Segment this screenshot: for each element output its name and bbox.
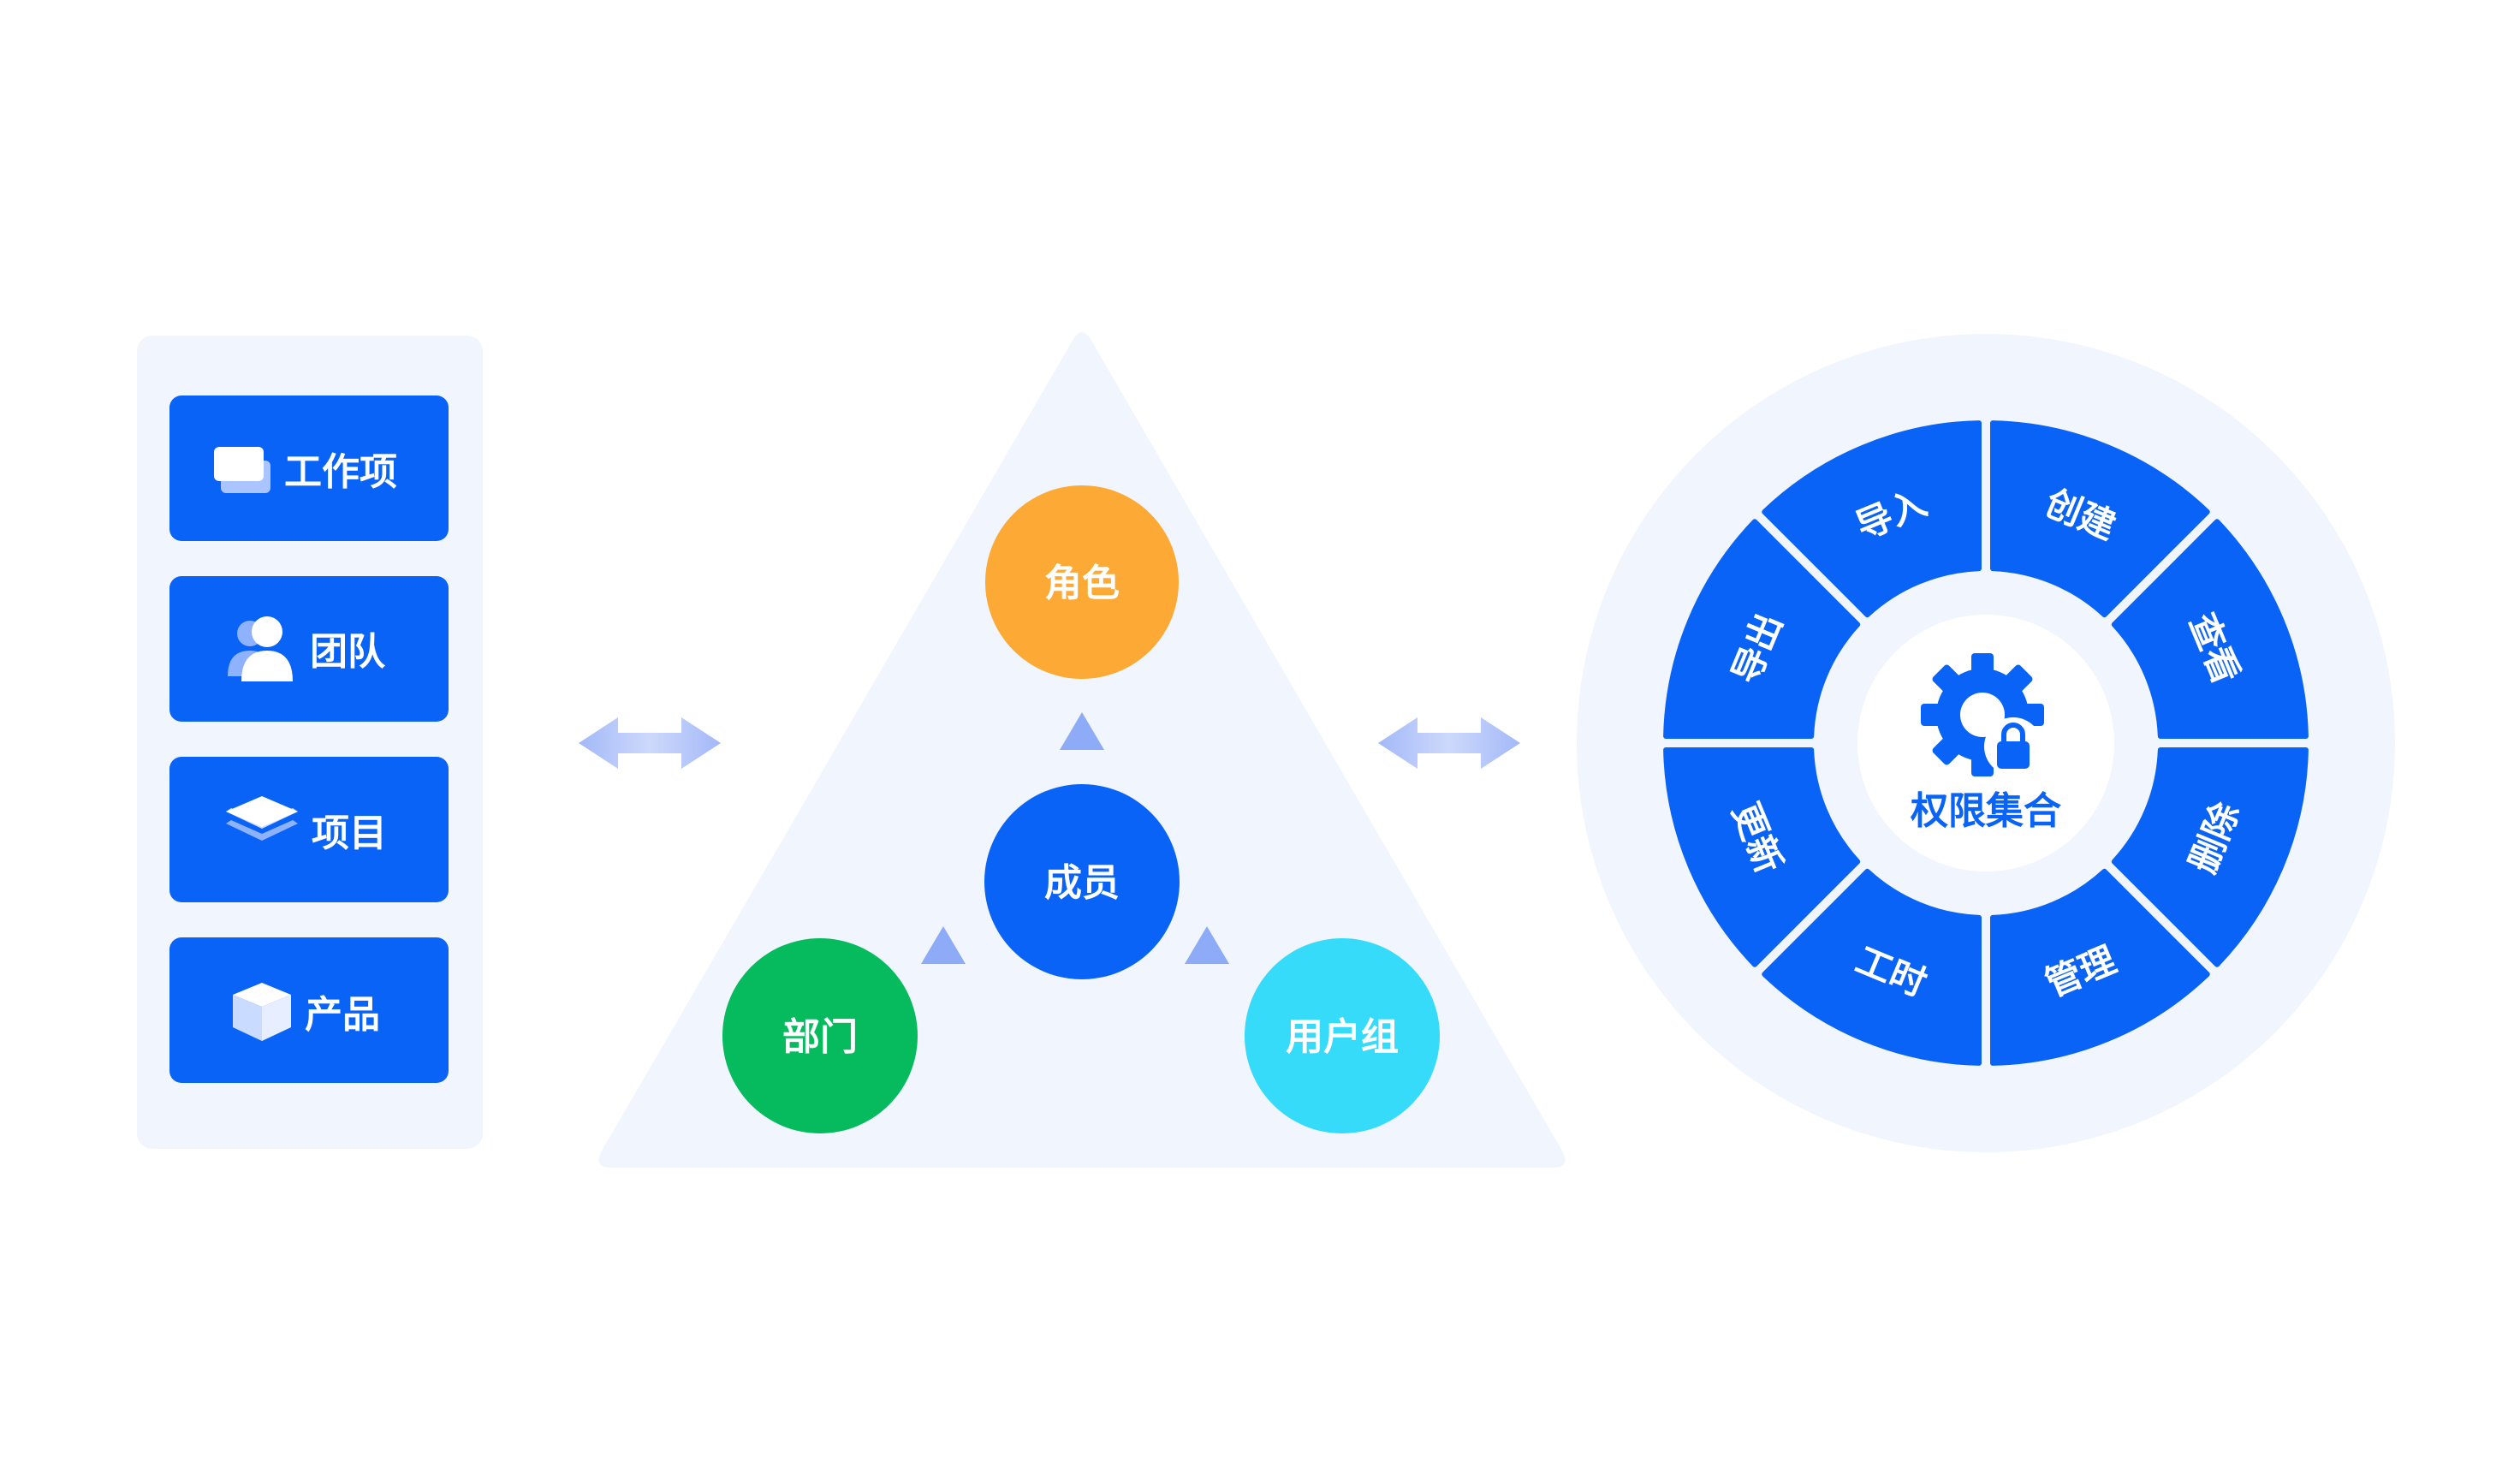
- permission-center-label: 权限集合: [1910, 789, 2061, 833]
- object-item-product[interactable]: 产品: [169, 937, 449, 1083]
- permission-segment-shape: [2111, 519, 2309, 740]
- permission-segment-shape: [1762, 868, 1982, 1066]
- card-stack-icon: [214, 447, 270, 493]
- permission-segment-shape: [1762, 420, 1982, 618]
- subject-triangle: 角色 成员 部门 用户组: [598, 332, 1566, 1168]
- permission-segment-shape: [1990, 868, 2210, 1066]
- object-item-workitem[interactable]: 工作项: [169, 396, 449, 541]
- subject-usergroup[interactable]: 用户组: [1245, 938, 1440, 1133]
- permission-segment[interactable]: 查看: [2111, 519, 2309, 740]
- link-marker-role: [1060, 712, 1104, 750]
- cube-icon: [233, 983, 291, 1041]
- object-panel: 工作项 团队 项目: [137, 336, 483, 1149]
- subject-role[interactable]: 角色: [985, 485, 1179, 679]
- double-arrow-right: [1378, 717, 1520, 769]
- gear-lock-icon: [1921, 653, 2044, 776]
- subject-member-label: 成员: [1044, 861, 1120, 905]
- object-item-label: 产品: [305, 993, 380, 1037]
- object-item-bg: [169, 937, 449, 1083]
- subject-dept[interactable]: 部门: [722, 938, 918, 1133]
- permission-segment-shape: [1663, 746, 1861, 967]
- object-item-project[interactable]: 项目: [169, 757, 449, 902]
- subject-role-circle: [985, 485, 1179, 679]
- permission-segment[interactable]: 导出: [1663, 519, 1861, 740]
- subject-dept-label: 部门: [782, 1015, 858, 1059]
- object-item-bg: [169, 396, 449, 541]
- subject-role-label: 角色: [1044, 562, 1120, 605]
- double-arrow-left: [579, 717, 721, 769]
- object-item-label: 项目: [312, 812, 387, 855]
- permission-segment[interactable]: 管理: [1990, 868, 2210, 1066]
- object-item-label: 团队: [310, 630, 386, 674]
- permission-segment[interactable]: 导入: [1762, 420, 1982, 618]
- permission-segment-shape: [2111, 746, 2309, 967]
- link-marker-dept: [921, 926, 966, 964]
- permission-segment[interactable]: 工时: [1762, 868, 1982, 1066]
- subject-dept-circle: [722, 938, 918, 1133]
- users-icon: [228, 616, 293, 681]
- link-marker-usergroup: [1185, 926, 1229, 964]
- object-item-bg: [169, 576, 449, 722]
- permission-segment[interactable]: 删除: [2111, 746, 2309, 967]
- subject-member-circle: [984, 784, 1180, 979]
- permission-segment[interactable]: 更新: [1663, 746, 1861, 967]
- object-item-team[interactable]: 团队: [169, 576, 449, 722]
- subject-member[interactable]: 成员: [984, 784, 1180, 979]
- permission-segment[interactable]: 创建: [1990, 420, 2210, 618]
- layers-icon: [226, 796, 298, 841]
- object-item-label: 工作项: [284, 450, 397, 494]
- object-item-bg: [169, 757, 449, 902]
- subject-usergroup-circle: [1245, 938, 1440, 1133]
- subject-usergroup-label: 用户组: [1286, 1015, 1399, 1059]
- permission-segment-shape: [1990, 420, 2210, 618]
- permission-segment-shape: [1663, 519, 1861, 740]
